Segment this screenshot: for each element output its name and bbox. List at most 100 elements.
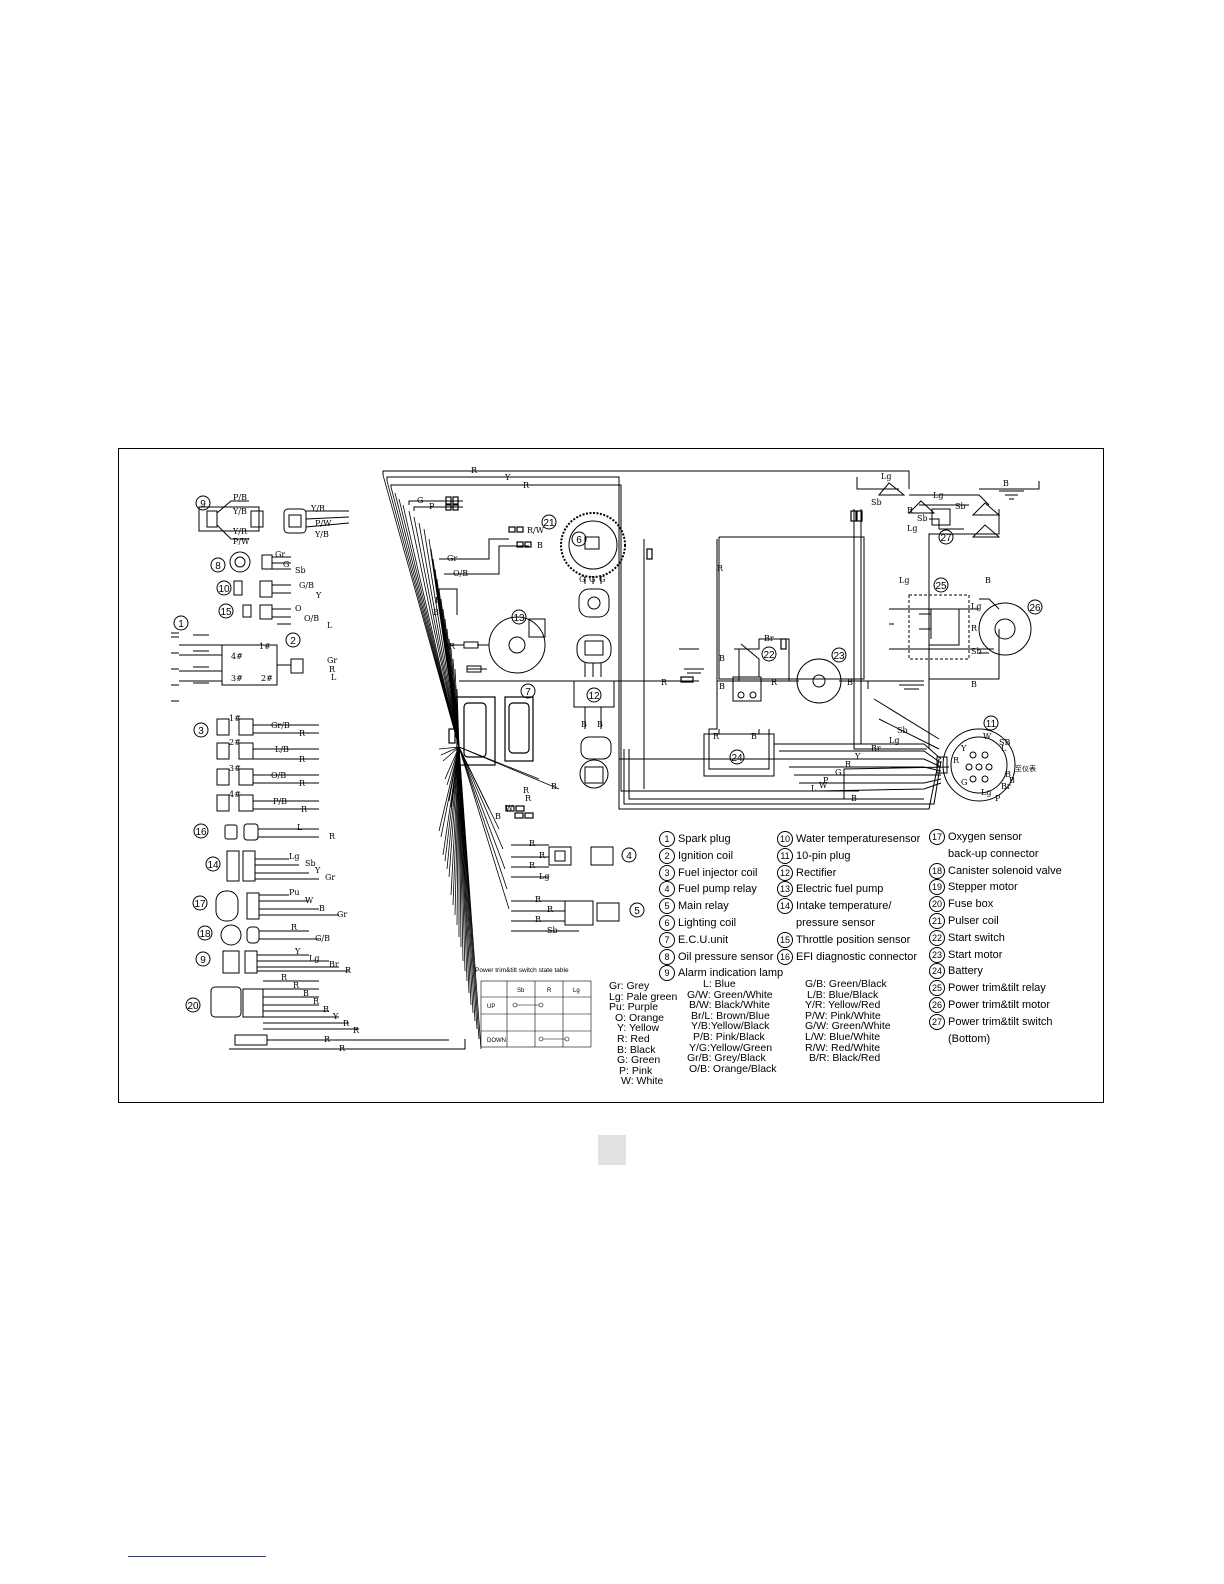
marker-6: 6 <box>576 535 582 546</box>
marker-26: 26 <box>1029 603 1041 614</box>
marker-17: 17 <box>194 899 206 910</box>
lighting-coil-6 <box>560 512 626 584</box>
wire-label: Lg <box>899 576 909 585</box>
regulator-lower <box>579 736 612 789</box>
marker-22: 22 <box>763 650 775 661</box>
wire-label: R <box>717 564 724 573</box>
marker-24: 24 <box>731 753 743 764</box>
marker-21: 21 <box>543 518 555 529</box>
wire-label: R <box>329 665 336 674</box>
wire-label: Y <box>314 866 321 875</box>
marker-27: 27 <box>940 533 952 544</box>
legend-num: 11 <box>777 847 793 864</box>
wire-label: SB <box>999 738 1010 747</box>
legend-num: 22 <box>929 929 945 946</box>
color-code: B/W: Black/White <box>689 999 770 1012</box>
legend-num: 13 <box>777 881 793 898</box>
wire-label: W <box>819 781 828 790</box>
wire-label: Sb <box>897 726 908 735</box>
color-code: Gr/B: Grey/Black <box>687 1052 766 1065</box>
wire-label: B <box>751 732 757 741</box>
marker-4: 4 <box>626 851 632 862</box>
marker-23: 23 <box>833 651 845 662</box>
wire-label: R <box>329 832 336 841</box>
legend-text: Start switch <box>948 931 1005 944</box>
sensor-10 <box>233 580 291 598</box>
wire-label: B <box>719 654 725 663</box>
wire-label: G <box>283 560 289 569</box>
color-code: L/B: Blue/Black <box>807 988 879 1001</box>
wire-label: B <box>1005 770 1011 779</box>
legend-text: Fuel pump relay <box>678 883 757 896</box>
wire-label: B <box>1003 479 1009 488</box>
wire-label: L <box>327 621 333 630</box>
legend-num: 3 <box>659 864 675 881</box>
wire-label: Y <box>315 591 322 600</box>
legend-num: 9 <box>659 965 675 982</box>
marker-18: 18 <box>199 929 211 940</box>
wire-label: Y/B <box>314 530 329 539</box>
wire-label: R <box>345 966 352 975</box>
wire-label: 1# <box>259 642 271 651</box>
legend-text: Power trim&tilt switch <box>948 1015 1053 1028</box>
switch-table-text: Sb R Lg UP DOWN <box>487 988 580 1044</box>
wiring-diagram-frame: 9 8 10 15 1 2 3 16 14 17 18 9 20 21 6 13… <box>118 448 1104 1103</box>
footer-rule <box>128 1556 266 1557</box>
start-switch-22 <box>732 643 762 702</box>
trim-switch-27 <box>931 508 951 526</box>
wire-label: G <box>417 496 423 505</box>
coil-2 <box>179 644 304 686</box>
wire-labels: R Y R G P Gr O/B R/W B P/B Y/B Y/R P/W Y… <box>229 466 1036 1053</box>
wire-label: R <box>535 915 542 924</box>
wire-label: G <box>579 575 585 584</box>
wire-label: P <box>823 776 829 785</box>
wire-label: Br <box>764 634 774 643</box>
wire-label: Y/R <box>310 504 326 513</box>
wire-label: R <box>339 1044 346 1053</box>
wire-label: R <box>353 1026 360 1035</box>
wire-label: Gr <box>337 910 347 919</box>
legend-num: 2 <box>659 847 675 864</box>
wire-label: B <box>847 678 853 687</box>
harness-fan <box>382 474 560 1050</box>
color-code: R/W: Red/White <box>805 1041 881 1054</box>
legend-text: 10-pin plug <box>796 849 851 862</box>
color-code: B: Black <box>617 1043 656 1056</box>
color-code: P: Pink <box>619 1064 653 1077</box>
legend-num: 26 <box>929 996 945 1013</box>
wire-label: Y/R <box>232 527 248 536</box>
color-code: R: Red <box>617 1032 650 1045</box>
wire-label: Br <box>871 744 881 753</box>
wire-label: R <box>299 779 306 788</box>
marker-1: 1 <box>178 619 184 630</box>
canister-18 <box>220 924 319 946</box>
wire-label: R <box>525 794 532 803</box>
wire-label: Sb <box>871 498 882 507</box>
color-code: Br/L: Brown/Blue <box>691 1009 770 1022</box>
wire-label: G/B <box>315 934 330 943</box>
wire-label: 4# <box>229 790 241 799</box>
wire-label: O/B <box>304 614 319 623</box>
color-code: P/B: Pink/Black <box>693 1030 765 1043</box>
legend-text: Stepper motor <box>948 881 1018 894</box>
wire-label: Gr <box>447 554 457 563</box>
wire-label: Br <box>1001 782 1011 791</box>
intake-14 <box>226 850 319 882</box>
wire-label: B <box>851 794 857 803</box>
wire-label: Sb <box>971 647 982 656</box>
legend-num: 12 <box>777 864 793 881</box>
wire-label: R <box>323 1005 330 1014</box>
wire-label: R <box>324 1035 331 1044</box>
wire-label: R <box>299 755 306 764</box>
color-code: O: Orange <box>615 1011 665 1024</box>
wire-label: R <box>293 981 300 990</box>
